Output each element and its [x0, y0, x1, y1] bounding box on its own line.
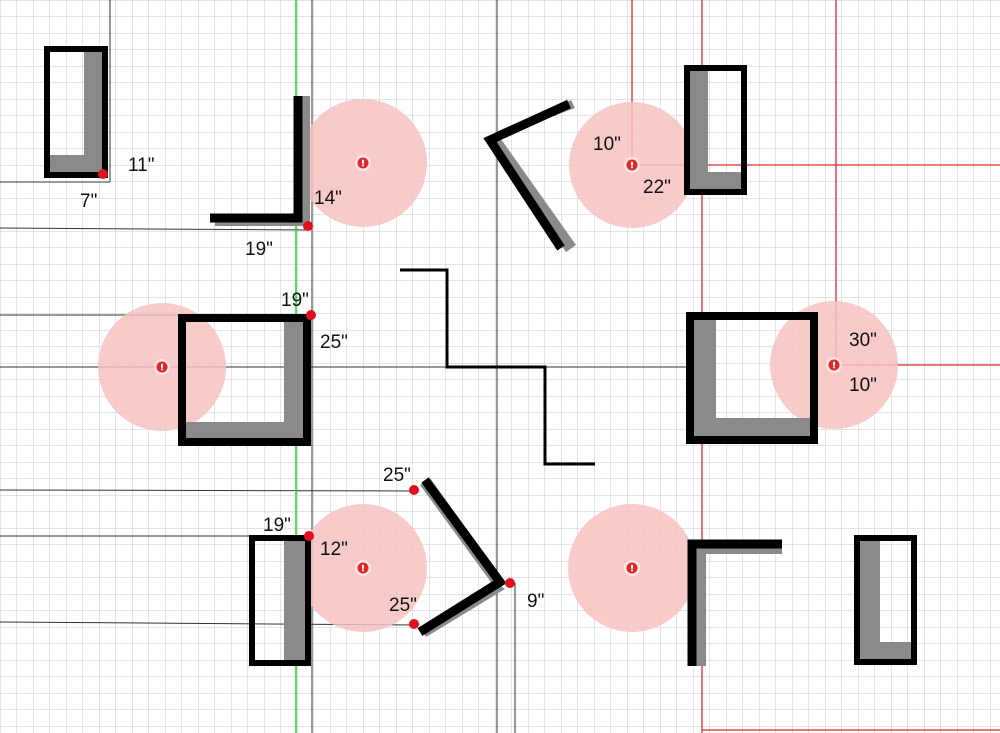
l-bracket-top[interactable] [210, 96, 303, 223]
measurement-label: 25" [383, 465, 411, 486]
target-icon[interactable] [624, 157, 640, 173]
measurement-label: 30" [849, 330, 877, 351]
target-icon[interactable] [154, 359, 170, 375]
shadow [696, 544, 706, 666]
target-icon[interactable] [355, 560, 371, 576]
measurement-label: 14" [314, 188, 342, 209]
measurement-label: 19" [281, 290, 309, 311]
chevron-top[interactable] [483, 99, 571, 251]
red-dot-icon[interactable] [98, 169, 108, 179]
shadow [182, 422, 308, 442]
target-icon[interactable] [355, 155, 371, 171]
square-middle-right[interactable] [686, 312, 818, 444]
square-middle-left[interactable] [178, 314, 311, 446]
tall-rectangle-bottom-right[interactable] [854, 535, 917, 665]
target-icon[interactable] [826, 357, 842, 373]
measurement-label: 22" [643, 177, 671, 198]
measurement-label: 25" [320, 332, 348, 353]
red-dot-icon[interactable] [306, 310, 316, 320]
stepped-wall[interactable] [400, 268, 595, 466]
red-dot-icon[interactable] [304, 531, 314, 541]
red-dot-icon[interactable] [409, 619, 419, 629]
tall-rectangle-top-right[interactable] [684, 65, 747, 195]
chevron-bottom[interactable] [417, 477, 507, 636]
guide-line [0, 489, 415, 492]
shadow [284, 538, 308, 663]
shadow [490, 132, 576, 252]
shadow [84, 50, 104, 175]
shadow [48, 155, 104, 175]
target-icon[interactable] [624, 560, 640, 576]
shapes [44, 46, 917, 666]
l-bracket-bottom[interactable] [687, 539, 782, 666]
measurement-label: 12" [320, 539, 348, 560]
measurement-label: 10" [849, 375, 877, 396]
measurement-label: 11" [128, 155, 154, 176]
tall-rectangle-bottom[interactable] [249, 535, 311, 666]
shadow [860, 540, 880, 662]
red-dot-icon[interactable] [505, 578, 515, 588]
shadow [688, 172, 745, 192]
shadow [302, 96, 310, 226]
shadow [688, 68, 708, 192]
shadow [860, 642, 914, 662]
tall-rectangle-top-left[interactable] [44, 46, 108, 178]
measurement-label: 19" [245, 239, 273, 260]
measurement-label: 19" [263, 515, 291, 536]
measurement-label: 10" [593, 134, 621, 155]
red-dot-icon[interactable] [303, 221, 313, 231]
shadow [696, 544, 782, 554]
red-dot-icon[interactable] [409, 485, 419, 495]
guide-line [0, 227, 311, 231]
anchor-points [98, 169, 515, 629]
measurement-label: 9" [527, 591, 544, 612]
measurement-labels: 11" 7" 14" 19" 10" 22" 19" 25" 30" 10" 2… [80, 134, 877, 616]
measurement-label: 25" [389, 595, 417, 616]
zone-markers [154, 155, 842, 576]
measurement-label: 7" [80, 191, 97, 212]
